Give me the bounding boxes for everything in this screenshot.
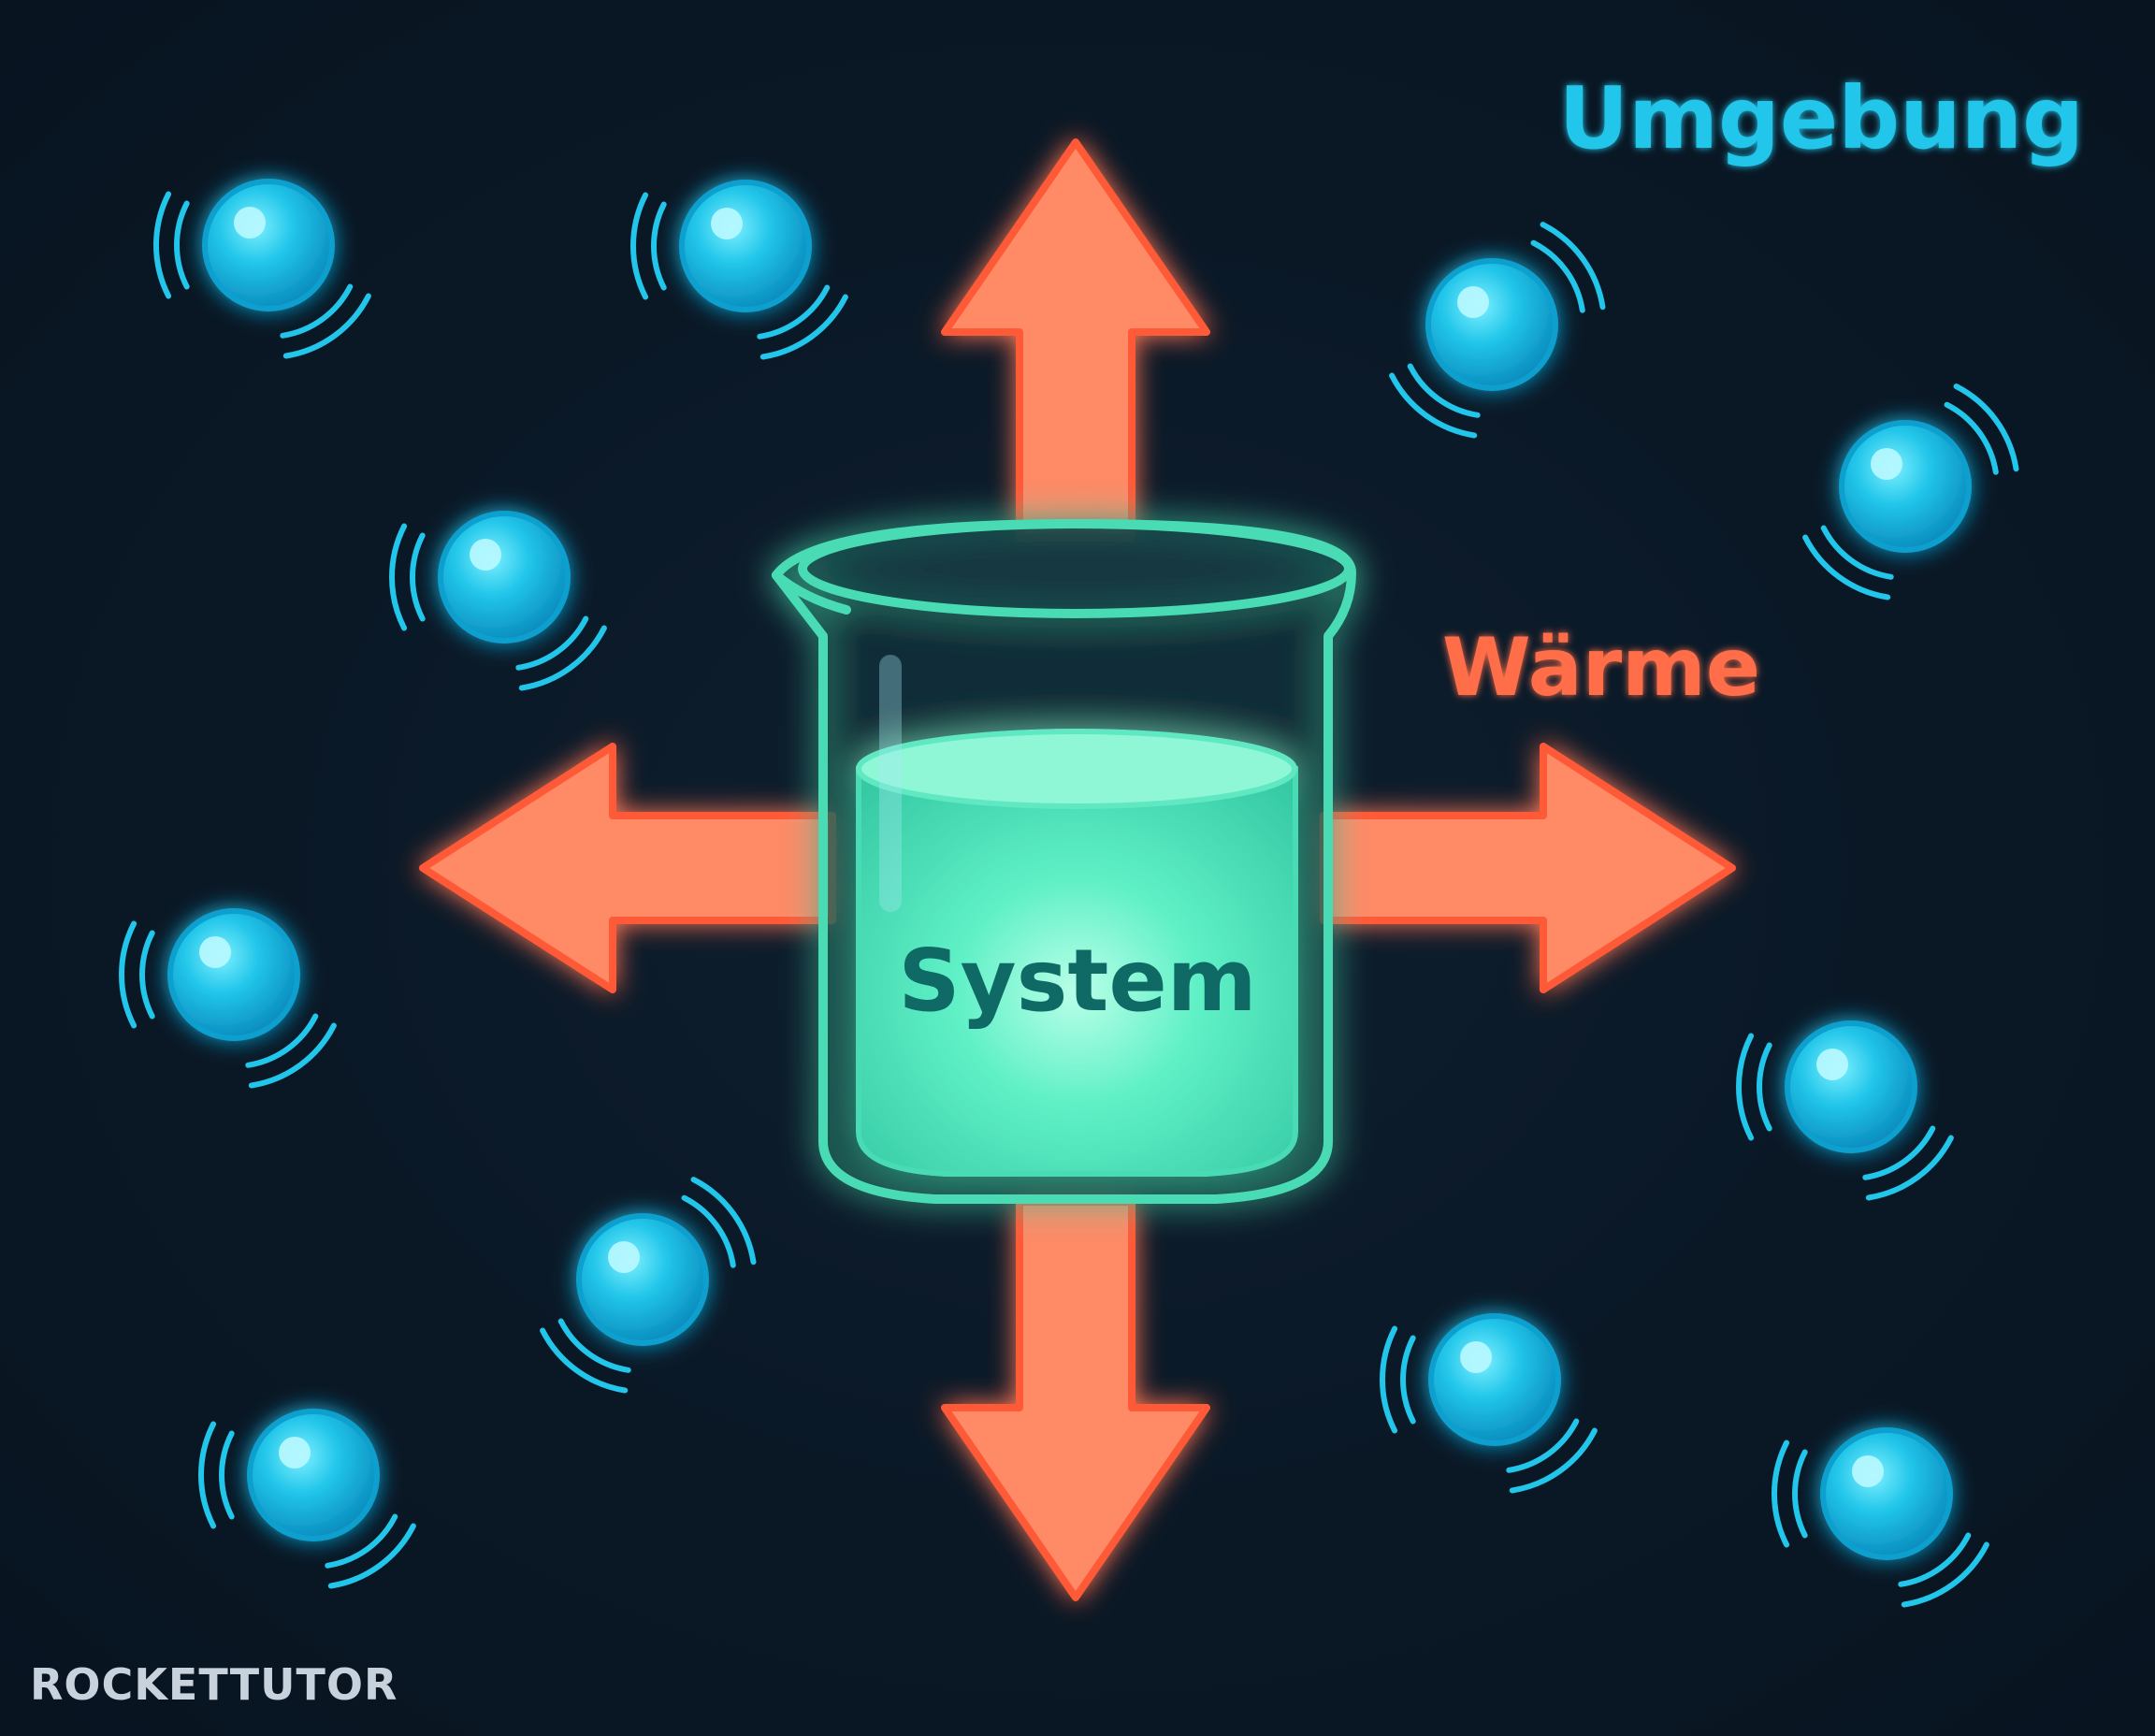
vibration-line	[1953, 383, 2019, 472]
particle-highlight	[470, 539, 501, 571]
vibration-line	[1506, 1418, 1580, 1473]
logo-text: ROCKETTUTOR	[30, 1659, 398, 1710]
particles	[119, 179, 2019, 1608]
particle-sphere	[167, 908, 300, 1041]
vibration-line	[219, 1430, 235, 1520]
vibrating-particle-icon	[1380, 1313, 1598, 1494]
vibration-line	[515, 615, 589, 671]
vibration-line	[1530, 239, 1585, 313]
vibration-line	[389, 523, 408, 631]
vibration-line	[690, 1177, 757, 1266]
vibration-line	[681, 1194, 736, 1268]
vibration-line	[1802, 534, 1891, 600]
vibration-line	[1736, 1033, 1755, 1141]
vibration-line	[1944, 401, 1999, 475]
beaker-system	[772, 519, 1356, 1204]
beaker-highlight	[879, 655, 902, 912]
heat-arrow-down	[941, 1198, 1210, 1601]
vibration-line	[1389, 372, 1478, 439]
vibrating-particle-icon	[1802, 383, 2019, 600]
particle-sphere	[1820, 1427, 1953, 1560]
heat-arrow-left	[419, 743, 836, 993]
vibrating-particle-icon	[1736, 1020, 1954, 1201]
particle-highlight	[711, 208, 743, 239]
vibrating-particle-icon	[119, 908, 337, 1089]
particle-sphere	[1428, 1313, 1561, 1446]
particle-sphere	[247, 1409, 380, 1541]
vibration-line	[1898, 1532, 1972, 1587]
vibration-line	[630, 192, 649, 300]
vibration-line	[1400, 1335, 1416, 1425]
vibration-line	[327, 1523, 416, 1589]
vibrating-particle-icon	[1772, 1427, 1989, 1608]
vibration-line	[1820, 525, 1894, 580]
particle-highlight	[608, 1241, 640, 1273]
particle-highlight	[1852, 1455, 1884, 1487]
vibration-line	[540, 1327, 629, 1394]
particle-highlight	[279, 1437, 311, 1468]
particle-highlight	[234, 207, 266, 239]
vibration-line	[248, 1022, 337, 1089]
heat-arrows	[419, 138, 1736, 1601]
particle-sphere	[438, 511, 571, 644]
vibration-line	[1865, 1135, 1954, 1201]
vibration-line	[325, 1513, 398, 1569]
vibration-line	[518, 625, 607, 691]
vibrating-particle-icon	[153, 179, 371, 359]
beaker-rim	[798, 519, 1353, 618]
vibration-line	[1540, 222, 1606, 311]
beaker-liquid	[856, 766, 1298, 1177]
vibrating-particle-icon	[389, 511, 607, 691]
vibration-line	[1772, 1439, 1790, 1548]
rockettutor-logo: ROCKETTUTOR	[30, 1659, 398, 1710]
heat-arrow-up	[941, 138, 1210, 542]
vibrating-particle-icon	[630, 180, 848, 360]
vibration-line	[1380, 1325, 1398, 1434]
vibration-line	[759, 294, 848, 360]
vibration-line	[119, 920, 137, 1029]
beaker-spout	[772, 571, 851, 615]
vibrating-particle-icon	[198, 1409, 416, 1589]
vibration-line	[557, 1318, 631, 1373]
particle-highlight	[1816, 1049, 1848, 1080]
vibration-line	[1862, 1125, 1936, 1180]
particle-sphere	[679, 180, 812, 312]
vibrating-particle-icon	[540, 1177, 757, 1394]
particle-sphere	[202, 179, 335, 311]
vibration-line	[1509, 1427, 1598, 1494]
heat-label: Wärme	[1442, 621, 1760, 715]
vibration-line	[153, 191, 172, 299]
environment-label: Umgebung	[1558, 68, 2084, 168]
heat-arrow-right	[1320, 743, 1736, 993]
particle-highlight	[1871, 448, 1902, 480]
vibration-line	[1792, 1449, 1808, 1539]
vibration-line	[410, 532, 426, 622]
system-label: System	[898, 931, 1256, 1031]
particle-sphere	[1425, 258, 1558, 391]
particle-highlight	[1460, 1341, 1492, 1373]
vibration-line	[198, 1421, 217, 1529]
vibration-line	[1407, 363, 1481, 418]
vibration-line	[245, 1013, 319, 1068]
particle-sphere	[1839, 420, 1972, 553]
vibration-line	[174, 200, 190, 290]
vibration-line	[1757, 1042, 1772, 1132]
vibration-line	[651, 201, 667, 291]
vibration-line	[139, 930, 155, 1020]
particle-highlight	[1457, 286, 1489, 318]
particle-sphere	[576, 1213, 709, 1346]
beaker-liquid-surface	[856, 729, 1297, 809]
vibration-line	[757, 284, 831, 340]
vibration-line	[280, 283, 354, 339]
particle-sphere	[1785, 1020, 1917, 1153]
vibrating-particle-icon	[1389, 222, 1606, 439]
vibration-line	[282, 293, 371, 359]
particle-highlight	[199, 936, 231, 968]
vibration-line	[1901, 1541, 1989, 1608]
